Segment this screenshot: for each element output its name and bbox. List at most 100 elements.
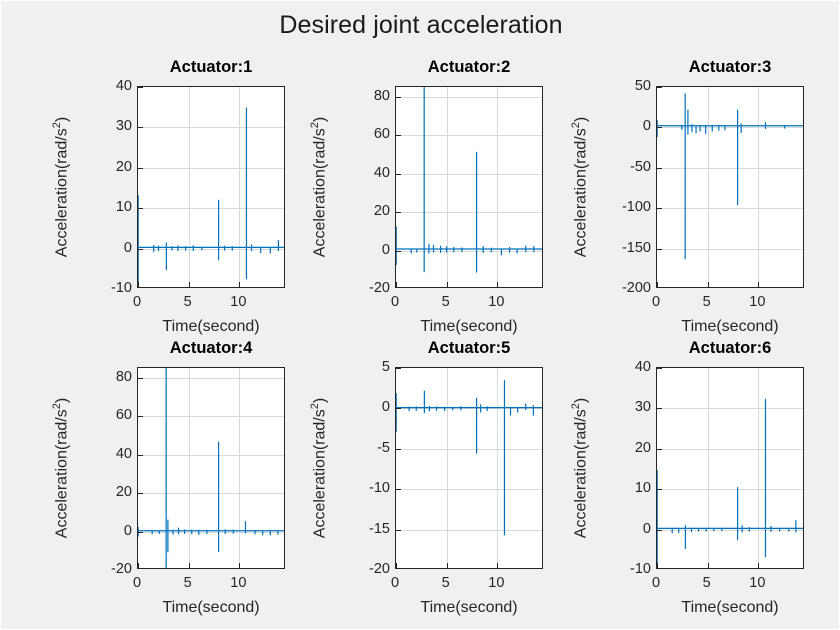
gridline-horizontal <box>657 168 803 169</box>
plot-area <box>395 367 543 569</box>
y-axis-label-exponent: 2 <box>570 403 582 410</box>
gridline-vertical <box>447 368 448 568</box>
x-tick-label: 10 <box>749 575 766 591</box>
gridline-horizontal <box>138 416 284 417</box>
y-axis-label-text: Acceleration(rad/s <box>572 409 590 539</box>
gridline-horizontal <box>657 408 803 409</box>
data-trace <box>138 107 284 287</box>
y-axis-label-exponent: 2 <box>51 122 63 129</box>
y-tick-label: -20 <box>369 561 390 577</box>
y-tick-label: -150 <box>621 239 651 256</box>
y-axis-label: Acceleration(rad/s2) <box>309 86 329 288</box>
y-axis-label-exponent: 2 <box>309 122 321 129</box>
gridline-horizontal <box>396 212 542 213</box>
y-tick-mark <box>657 408 662 409</box>
gridline-horizontal <box>138 532 284 533</box>
y-tick-label: 20 <box>634 439 651 456</box>
y-tick-label: 10 <box>634 480 651 497</box>
y-tick-mark <box>396 251 401 252</box>
y-tick-label: 80 <box>373 87 390 104</box>
x-tick-mark <box>239 563 240 568</box>
y-tick-mark <box>657 208 662 209</box>
y-tick-mark <box>138 168 143 169</box>
x-axis-label: Time(second) <box>420 599 518 616</box>
y-tick-mark <box>138 208 143 209</box>
y-tick-mark <box>138 87 143 88</box>
y-tick-mark <box>657 489 662 490</box>
y-tick-label: -50 <box>630 158 651 175</box>
gridline-horizontal <box>657 249 803 250</box>
x-tick-label: 10 <box>488 294 505 310</box>
x-axis-label: Time(second) <box>162 599 260 616</box>
gridline-vertical <box>758 87 759 287</box>
gridline-horizontal <box>396 449 542 450</box>
gridline-vertical <box>239 368 240 568</box>
data-trace <box>657 93 803 260</box>
y-tick-mark <box>138 493 143 494</box>
x-tick-mark <box>497 563 498 568</box>
x-tick-mark <box>447 563 448 568</box>
y-tick-label: -10 <box>630 561 651 577</box>
x-tick-mark <box>396 563 397 568</box>
y-tick-label: 0 <box>381 399 390 416</box>
y-tick-label: 20 <box>373 203 390 220</box>
y-tick-label: -15 <box>369 520 390 537</box>
y-tick-mark <box>138 249 143 250</box>
y-tick-label: 60 <box>373 126 390 143</box>
y-axis-label: Acceleration(rad/s2) <box>570 86 590 288</box>
gridline-horizontal <box>138 455 284 456</box>
plot-area <box>137 367 285 569</box>
y-tick-label: -20 <box>111 561 132 577</box>
plot-area <box>137 86 285 288</box>
y-tick-mark <box>657 168 662 169</box>
y-tick-label: 60 <box>115 407 132 424</box>
x-tick-label: 10 <box>230 575 247 591</box>
y-axis-label-close: ) <box>53 397 71 404</box>
x-axis-label: Time(second) <box>162 318 260 335</box>
figure-title: Desired joint acceleration <box>279 11 563 39</box>
y-axis-label-text: Acceleration(rad/s <box>53 409 71 539</box>
y-axis-label: Acceleration(rad/s2) <box>51 86 71 288</box>
y-tick-mark <box>396 135 401 136</box>
y-tick-label: 0 <box>381 241 390 258</box>
y-axis-label-close: ) <box>311 397 329 404</box>
x-axis-label: Time(second) <box>420 318 518 335</box>
y-tick-label: -5 <box>377 439 390 456</box>
gridline-horizontal <box>396 174 542 175</box>
x-tick-label: 0 <box>651 575 661 591</box>
y-tick-label: -20 <box>369 280 390 296</box>
x-tick-label: 0 <box>390 294 400 310</box>
gridline-horizontal <box>657 127 803 128</box>
data-trace <box>396 380 542 536</box>
x-tick-label: 5 <box>702 294 711 310</box>
x-tick-label: 0 <box>390 575 400 591</box>
y-axis-label-text: Acceleration(rad/s <box>311 128 329 258</box>
gridline-vertical <box>239 87 240 287</box>
y-tick-mark <box>138 455 143 456</box>
x-tick-mark <box>138 282 139 287</box>
x-tick-label: 10 <box>749 294 766 310</box>
gridline-vertical <box>189 87 190 287</box>
y-tick-mark <box>657 249 662 250</box>
y-tick-label: -100 <box>621 199 651 216</box>
y-tick-label: 10 <box>115 199 132 216</box>
x-tick-label: 10 <box>230 294 247 310</box>
gridline-horizontal <box>138 249 284 250</box>
y-axis-label-text: Acceleration(rad/s <box>311 409 329 539</box>
subplot-title: Actuator:2 <box>427 58 511 76</box>
gridline-vertical <box>189 368 190 568</box>
gridline-horizontal <box>396 97 542 98</box>
subplot-title: Actuator:3 <box>688 58 772 76</box>
data-trace <box>657 398 803 568</box>
y-tick-label: 40 <box>115 445 132 462</box>
y-tick-label: -200 <box>621 280 651 296</box>
y-tick-label: 50 <box>634 78 651 94</box>
y-axis-label-close: ) <box>572 116 590 123</box>
y-tick-mark <box>657 368 662 369</box>
x-tick-label: 5 <box>441 294 450 310</box>
